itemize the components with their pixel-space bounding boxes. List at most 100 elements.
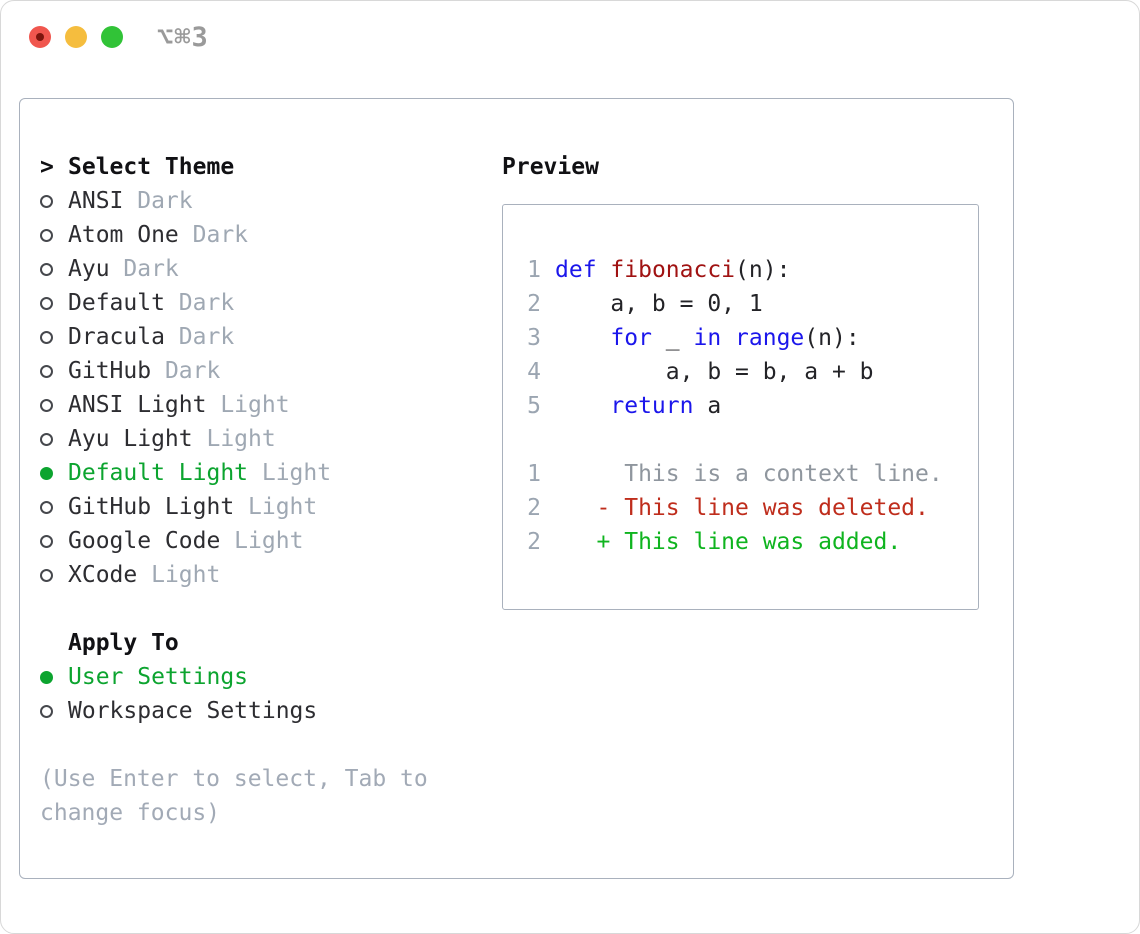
radio-icon (40, 432, 53, 446)
preview-code-line: 2 - This line was deleted. (527, 491, 978, 525)
radio-icon (40, 296, 53, 310)
theme-option-github-light-light[interactable]: GitHub Light Light (40, 490, 502, 524)
preview-code-line (527, 423, 978, 457)
theme-variant-tag: Dark (109, 256, 179, 282)
token-pl: (n): (804, 325, 860, 351)
theme-option-google-code-light[interactable]: Google Code Light (40, 524, 502, 558)
theme-variant-tag: Dark (178, 222, 249, 248)
token-add: + This line was added. (555, 529, 902, 555)
select-theme-header: > Select Theme (40, 150, 502, 184)
token-pl: _ (651, 325, 694, 351)
theme-variant-tag: Light (137, 562, 221, 588)
token-pl: a (693, 393, 722, 419)
theme-name: Ayu Light (68, 426, 193, 452)
line-number: 3 (527, 325, 541, 351)
token-pl: a, b = b, a + b (555, 359, 874, 385)
theme-variant-tag: Light (220, 528, 304, 554)
line-number (527, 423, 541, 457)
token-kw: for (610, 325, 652, 351)
radio-icon (40, 228, 53, 242)
preview-code-line: 1 This is a context line. (527, 457, 978, 491)
radio-selected-icon (40, 466, 53, 480)
code-text: return a (541, 389, 721, 423)
theme-name: ANSI Light (68, 392, 207, 418)
radio-icon (40, 534, 53, 548)
focus-caret-icon: > (40, 154, 54, 180)
theme-option-default-dark[interactable]: Default Dark (40, 286, 502, 320)
theme-option-xcode-light[interactable]: XCode Light (40, 558, 502, 592)
theme-name: GitHub Light (68, 494, 235, 520)
radio-icon (40, 364, 53, 378)
theme-name: Default Light (68, 460, 249, 486)
window-title: ⌥⌘3 (157, 21, 209, 53)
theme-variant-tag: Dark (164, 324, 235, 350)
theme-option-ayu-dark[interactable]: Ayu Dark (40, 252, 502, 286)
keyboard-hint: (Use Enter to select, Tab to change focu… (40, 766, 428, 826)
apply-option-label: Workspace Settings (68, 698, 318, 724)
theme-option-ayu-light-light[interactable]: Ayu Light Light (40, 422, 502, 456)
code-text: def fibonacci(n): (541, 253, 790, 287)
theme-name: Ayu (68, 256, 110, 282)
line-number: 1 (527, 257, 541, 283)
spacer (40, 592, 502, 626)
apply-option-user-settings[interactable]: User Settings (40, 660, 502, 694)
theme-option-github-dark[interactable]: GitHub Dark (40, 354, 502, 388)
code-text: for _ in range(n): (541, 321, 860, 355)
token-kw: in (693, 325, 722, 351)
zoom-button[interactable] (101, 26, 123, 48)
code-text: a, b = 0, 1 (541, 287, 762, 321)
code-text: This is a context line. (541, 457, 943, 491)
theme-name: Dracula (68, 324, 165, 350)
title-bar: ⌥⌘3 (1, 1, 1139, 73)
theme-variant-tag: Dark (151, 358, 221, 384)
token-kw: def (555, 257, 597, 283)
radio-icon (40, 262, 53, 276)
theme-name: Google Code (68, 528, 221, 554)
theme-option-ansi-light-light[interactable]: ANSI Light Light (40, 388, 502, 422)
theme-option-default-light-light[interactable]: Default Light Light (40, 456, 502, 490)
theme-variant-tag: Dark (164, 290, 235, 316)
theme-name: XCode (68, 562, 138, 588)
theme-option-ansi-dark[interactable]: ANSI Dark (40, 184, 502, 218)
minimize-button[interactable] (65, 26, 87, 48)
code-text: a, b = b, a + b (541, 355, 874, 389)
preview-code-line: 5 return a (527, 389, 978, 423)
token-pl (597, 257, 611, 283)
radio-icon (40, 568, 53, 582)
token-pl (555, 393, 610, 419)
preview-code-line: 2 a, b = 0, 1 (527, 287, 978, 321)
code-text: - This line was deleted. (541, 491, 929, 525)
theme-name: Default (68, 290, 165, 316)
line-number: 1 (527, 461, 541, 487)
preview-code-line: 4 a, b = b, a + b (527, 355, 978, 389)
close-button[interactable] (29, 26, 51, 48)
token-pl (721, 325, 735, 351)
line-number: 2 (527, 291, 541, 317)
apply-option-workspace-settings[interactable]: Workspace Settings (40, 694, 502, 728)
apply-to-label: Apply To (68, 630, 179, 656)
token-ctx: This is a context line. (555, 461, 943, 487)
line-number: 2 (527, 495, 541, 521)
select-theme-label: Select Theme (68, 154, 235, 180)
code-text: + This line was added. (541, 525, 902, 559)
radio-icon (40, 398, 53, 412)
line-number: 4 (527, 359, 541, 385)
preview-code-line: 2 + This line was added. (527, 525, 978, 559)
theme-option-dracula-dark[interactable]: Dracula Dark (40, 320, 502, 354)
theme-variant-tag: Light (192, 426, 276, 452)
apply-to-header: Apply To (40, 626, 502, 660)
theme-option-atom-one-dark[interactable]: Atom One Dark (40, 218, 502, 252)
token-pl: (n): (735, 257, 791, 283)
radio-icon (40, 194, 53, 208)
theme-name: GitHub (68, 358, 152, 384)
theme-variant-tag: Dark (123, 188, 193, 214)
preview-label: Preview (502, 154, 599, 180)
radio-icon (40, 500, 53, 514)
radio-selected-icon (40, 670, 53, 684)
